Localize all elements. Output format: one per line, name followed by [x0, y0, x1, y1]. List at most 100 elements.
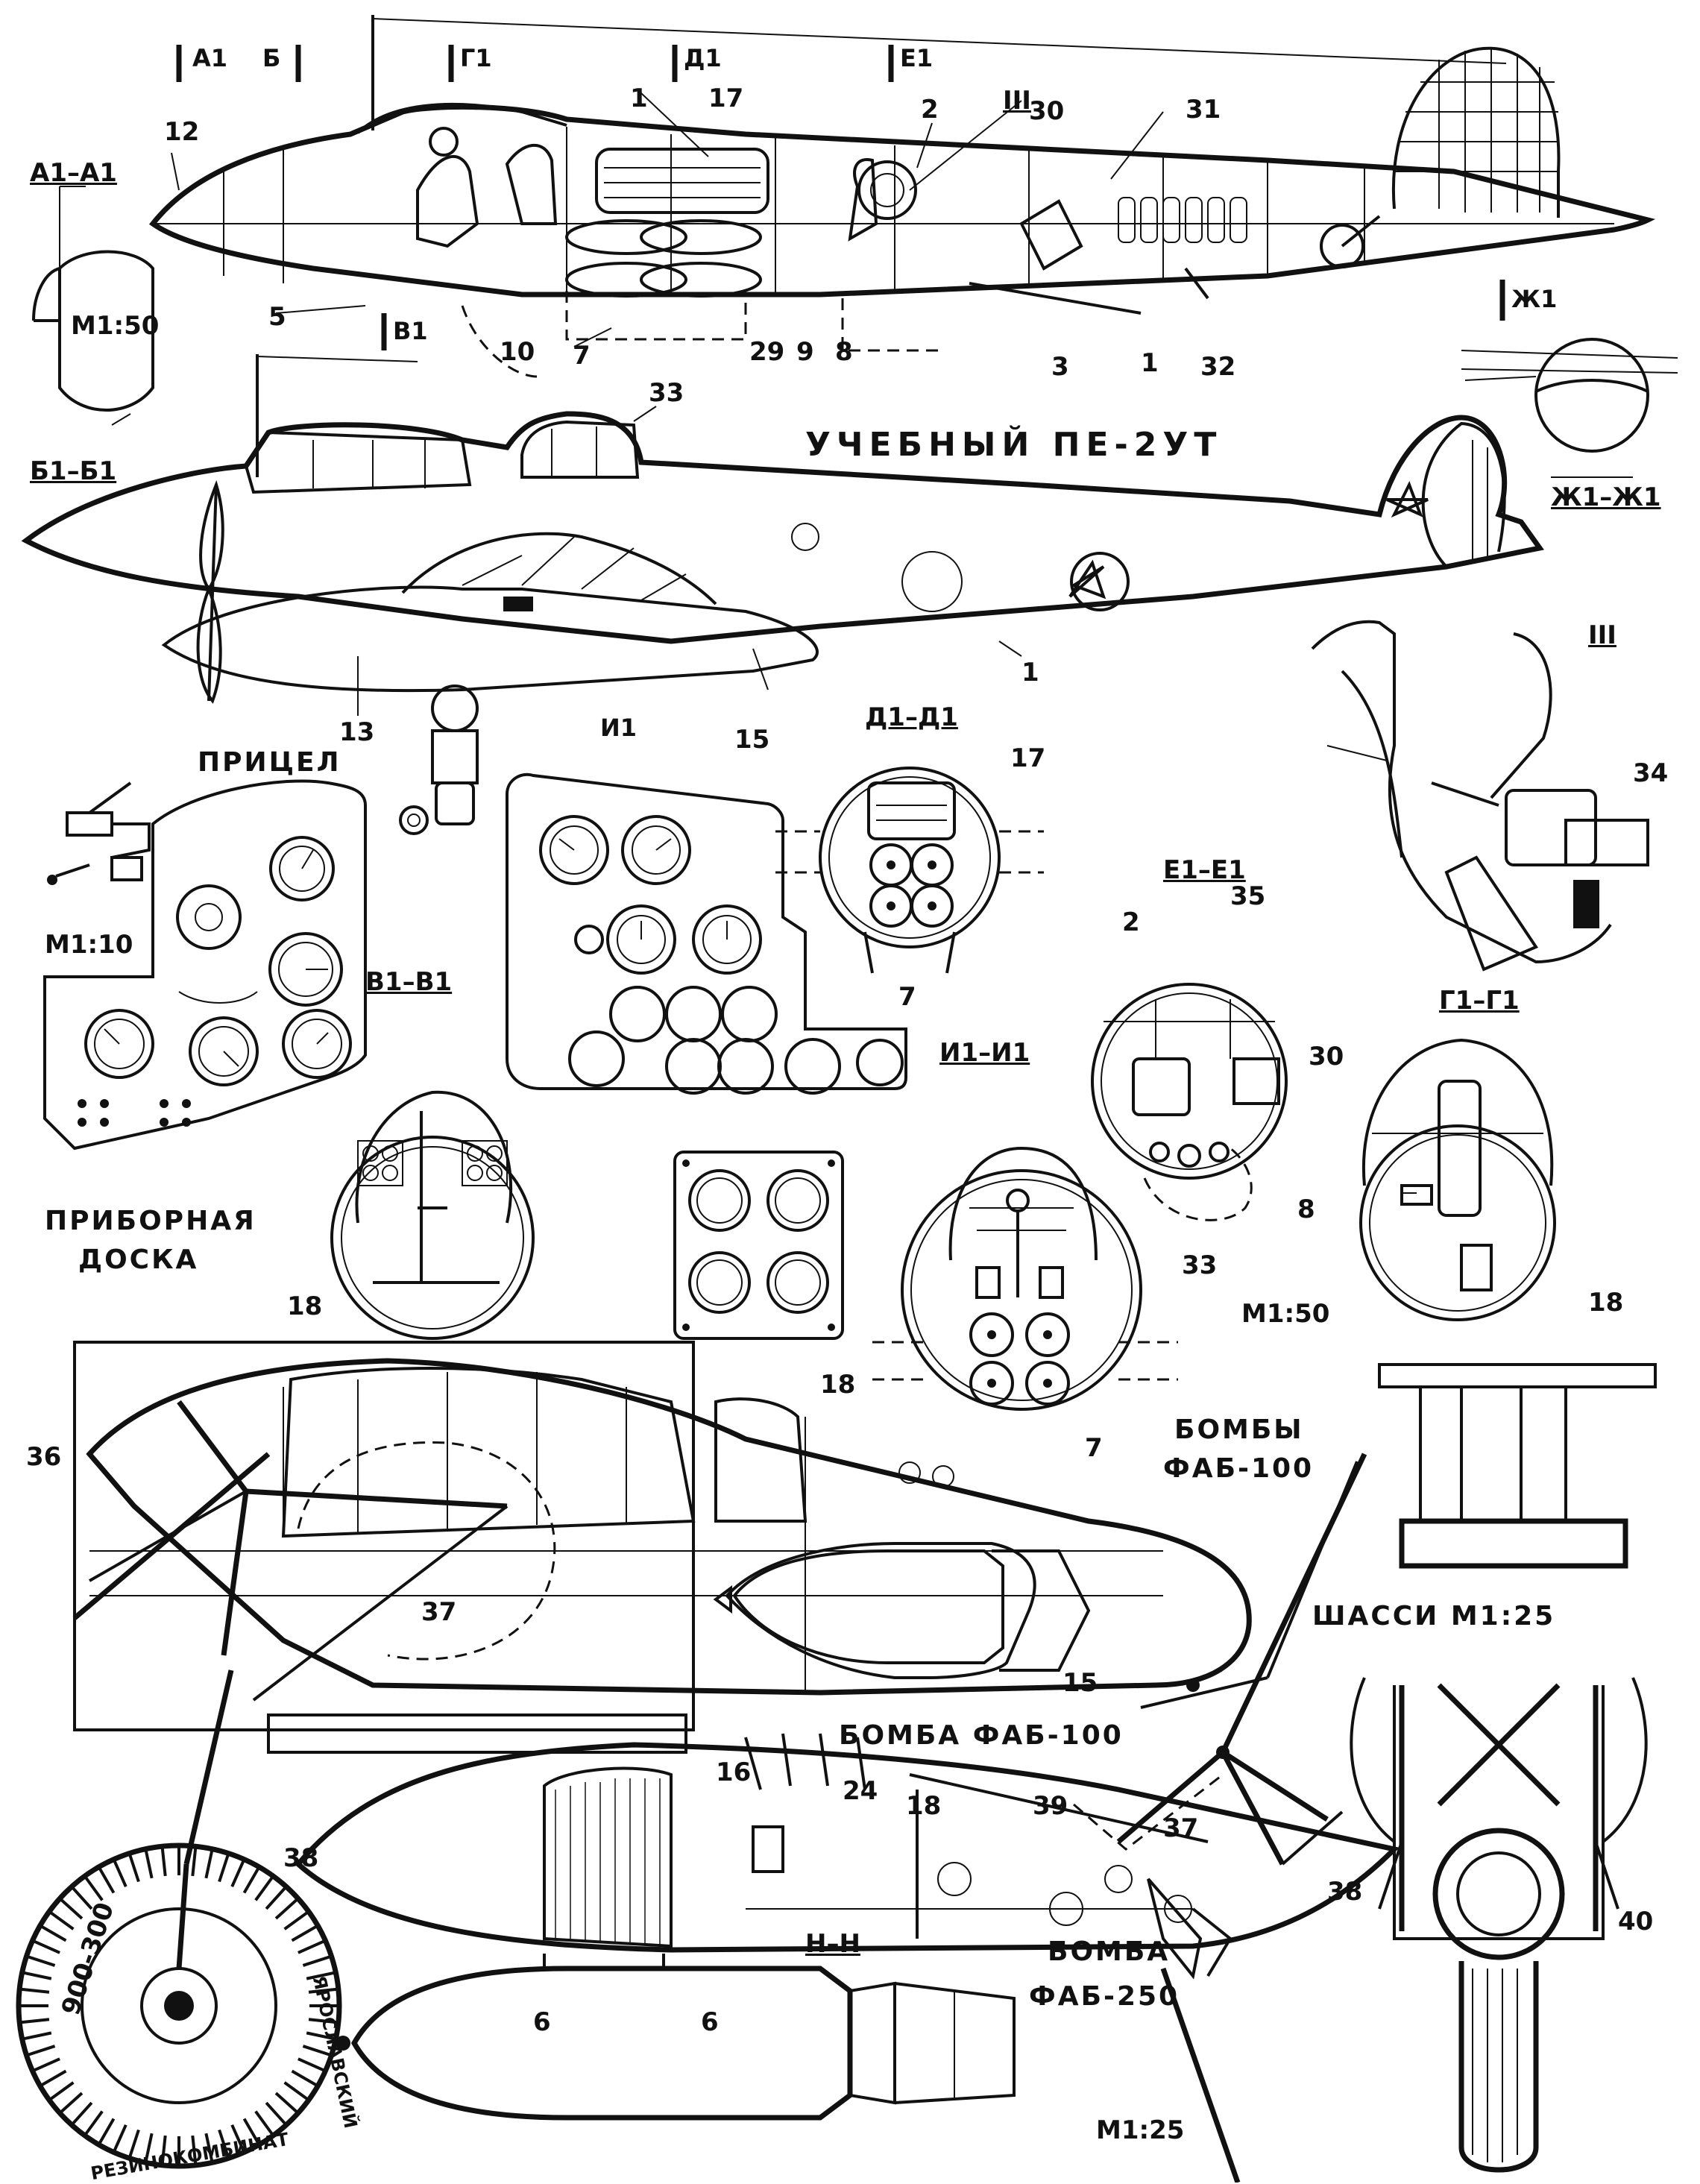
tire-tread-mark	[113, 1860, 128, 1887]
caption-gear: ШАССИ М1:25	[1312, 1601, 1556, 1631]
section-a1-b1	[32, 186, 154, 426]
caption-bomb-line2: ФАБ-250	[1029, 1981, 1180, 2012]
section-title-i1: И1–И1	[939, 1038, 1030, 1068]
tire-tread-mark	[291, 2069, 317, 2086]
callout: 15	[1062, 1668, 1098, 1698]
callout: 18	[287, 1291, 323, 1321]
tire-tread-mark	[24, 2031, 52, 2041]
callout: 7	[898, 982, 916, 1012]
tire-tread-mark	[204, 2133, 214, 2161]
callout: 36	[26, 1442, 62, 1472]
tire-tread-mark	[28, 2045, 56, 2056]
instrument-panel-right	[506, 772, 907, 1095]
tire-tread-mark	[191, 1848, 198, 1877]
caption-panel-line2: ДОСКА	[78, 1244, 199, 1275]
tire-tread-mark	[283, 1911, 308, 1930]
tire-tread-mark	[230, 2124, 245, 2151]
tire-tread-mark	[72, 1887, 93, 1910]
callout: 7	[573, 341, 591, 371]
callout: 31	[1186, 95, 1221, 125]
tire-tread-mark	[302, 2045, 330, 2056]
callout: 18	[1588, 1288, 1624, 1318]
instrument-panel-left	[43, 779, 367, 1151]
tire-tread-mark	[298, 1939, 324, 1954]
scale-sections: М1:50	[1241, 1299, 1330, 1329]
tire-tread-mark	[283, 2081, 308, 2100]
caption-panel-line1: ПРИБОРНАЯ	[45, 1206, 256, 1236]
nacelle-cutaway	[72, 1341, 1252, 1969]
tire-tread-mark	[28, 1955, 56, 1967]
cut-mark-a1: А1	[192, 44, 228, 72]
tire-tread-mark	[254, 2110, 274, 2135]
tire-tread-mark	[113, 2124, 128, 2151]
tire-tread-mark	[160, 2135, 167, 2164]
callout: 6	[533, 2007, 551, 2037]
caption-bombs-line2: ФАБ-100	[1163, 1453, 1315, 1484]
tire-tread-mark	[291, 1925, 317, 1942]
callout: 2	[921, 95, 939, 125]
section-title-b1: Б1–Б1	[30, 456, 117, 486]
callout: 3	[1051, 352, 1069, 382]
callout: 13	[339, 717, 375, 747]
tire-tread-mark	[308, 2018, 337, 2024]
tire-tread-mark	[50, 1911, 75, 1930]
callout: 8	[1297, 1195, 1315, 1224]
tire-tread-mark	[24, 1971, 52, 1980]
section-title-a1: А1–А1	[30, 158, 117, 188]
callout: 34	[1633, 758, 1669, 788]
callout: 30	[1029, 96, 1065, 126]
tire-tread-mark	[21, 1987, 50, 1994]
callout: 24	[843, 1776, 878, 1806]
nacelle-h-h	[295, 1733, 1400, 2183]
section-g1	[1359, 1038, 1556, 1321]
section-v1	[330, 1090, 535, 1340]
caption-bomb-fab100: БОМБА ФАБ-100	[839, 1720, 1124, 1751]
scale-sight: М1:10	[45, 930, 133, 960]
tire-tread-mark	[98, 2118, 116, 2144]
callout: 37	[1163, 1813, 1199, 1843]
section-i1	[872, 1146, 1178, 1411]
callout: 12	[164, 117, 200, 147]
callout: 5	[268, 302, 286, 332]
tire-tread-mark	[60, 2092, 84, 2113]
callout: 30	[1309, 1042, 1344, 1071]
caption-bombs-line1: БОМБЫ	[1174, 1414, 1304, 1445]
callout: 18	[820, 1370, 856, 1400]
small-gauge-panel	[673, 1151, 844, 1340]
callout: 2	[1122, 907, 1140, 937]
tire-tread-mark	[204, 1851, 214, 1879]
callout: 8	[835, 337, 853, 367]
section-zh1	[1461, 338, 1678, 478]
tire-tread-mark	[50, 2081, 75, 2100]
callout: 1	[1021, 658, 1039, 687]
cut-mark-d1: Д1	[684, 44, 722, 72]
tire-tread-mark	[265, 2101, 286, 2124]
tire-tread-mark	[34, 2057, 60, 2072]
cut-mark-i1: И1	[600, 714, 638, 742]
callout: 15	[734, 725, 770, 755]
callout: 6	[701, 2007, 719, 2037]
scale-a1: М1:50	[71, 311, 160, 341]
callout: III	[1003, 86, 1031, 116]
tire-tread-mark	[306, 2031, 334, 2041]
cut-mark-v1: В1	[393, 317, 428, 345]
callout: 39	[1033, 1791, 1068, 1821]
callout: 16	[716, 1757, 752, 1787]
tire-tread-mark	[21, 2018, 50, 2024]
tire-tread-mark	[60, 1898, 84, 1920]
tire-tread-mark	[274, 2092, 298, 2113]
caption-sight: ПРИЦЕЛ	[198, 747, 341, 778]
section-title-zh1: Ж1–Ж1	[1551, 482, 1661, 512]
tire-tread-mark	[230, 1860, 245, 1887]
section-d1	[775, 767, 1044, 974]
callout: 9	[796, 337, 814, 367]
tire-tread-mark	[72, 2101, 93, 2124]
sight-sketch	[47, 685, 479, 885]
section-e1	[1091, 983, 1288, 1221]
section-title-g1: Г1–Г1	[1439, 986, 1520, 1016]
scale-bomb: М1:25	[1096, 2115, 1185, 2145]
callout: 29	[749, 337, 785, 367]
drawing-title: УЧЕБНЫЙ ПЕ-2УТ	[805, 426, 1223, 464]
cutaway-side-view	[148, 15, 1656, 378]
tire-tread-mark	[98, 1868, 116, 1894]
